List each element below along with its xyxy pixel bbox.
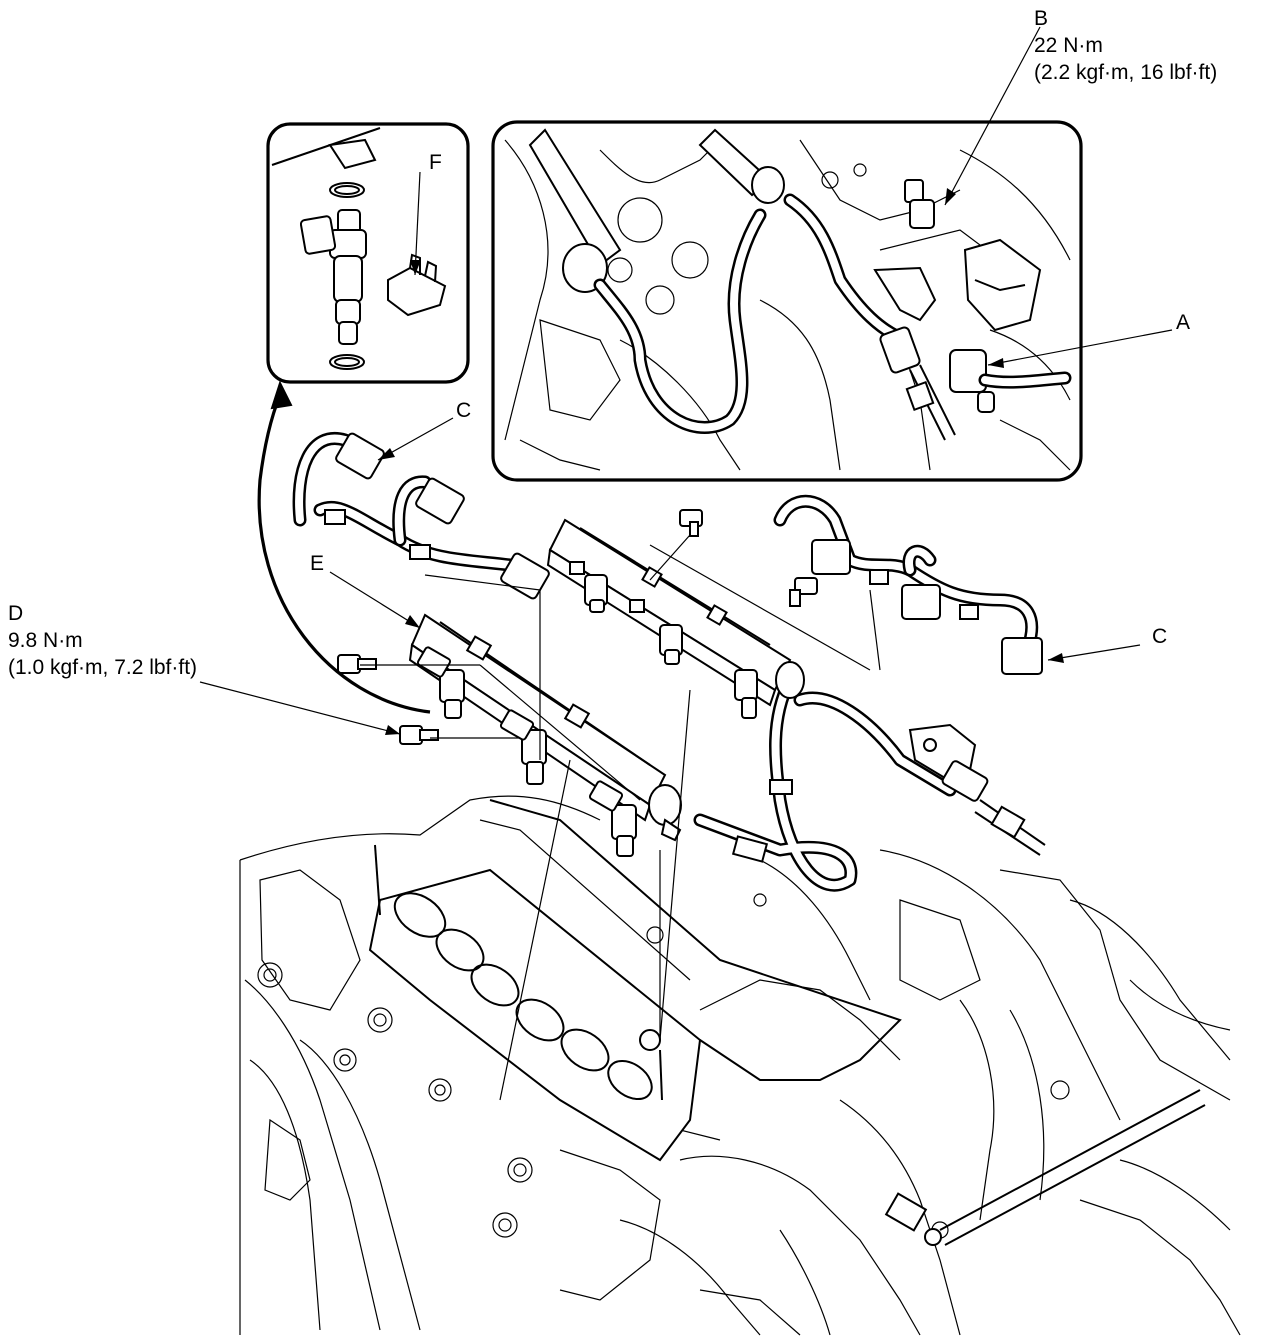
fuel-rail-right <box>546 518 805 719</box>
bolt-d-upper <box>337 654 377 674</box>
callout-e-letter: E <box>310 552 325 575</box>
callout-leaders <box>199 26 1173 735</box>
detail-arrow <box>257 380 431 714</box>
injector-left-3 <box>588 780 637 857</box>
engine-background <box>239 795 1241 1336</box>
inset-injector-detail <box>266 122 470 384</box>
fuel-rail-left <box>408 613 682 857</box>
injector-left-1 <box>416 646 465 719</box>
injector-right-1 <box>584 574 608 613</box>
callout-c-letter-top: C <box>456 399 472 422</box>
bolt-b <box>904 179 935 229</box>
intake-port-flange <box>368 799 902 1162</box>
callout-d-letter: D <box>8 602 24 625</box>
callout-b-torque: 22 N·m <box>1034 34 1103 57</box>
bolt-rail-right-top <box>679 509 703 537</box>
callout-b-torque-alt: (2.2 kgf·m, 16 lbf·ft) <box>1034 61 1218 84</box>
callout-f-letter: F <box>429 151 442 174</box>
fuel-line-fitting-right <box>908 723 1046 856</box>
callout-a-letter: A <box>1176 311 1191 334</box>
bolt-d-lower <box>399 725 439 745</box>
callout-b-letter: B <box>1034 7 1049 30</box>
injector-harness-right <box>773 494 1043 675</box>
connector-a <box>949 349 1072 413</box>
bolt-rail-right-mid <box>789 577 818 607</box>
callout-c-letter-right: C <box>1152 625 1168 648</box>
injector-harness-left <box>292 432 550 600</box>
alignment-lines <box>360 534 881 1101</box>
fuel-feed-hose <box>693 673 957 892</box>
inset-fuel-line-detail <box>491 120 1083 482</box>
callout-d-torque: 9.8 N·m <box>8 629 83 652</box>
callout-d-torque-alt: (1.0 kgf·m, 7.2 lbf·ft) <box>8 656 198 679</box>
injector-right-2 <box>659 624 683 665</box>
injector-right-3 <box>734 669 758 719</box>
lower-harness <box>884 1089 1206 1246</box>
